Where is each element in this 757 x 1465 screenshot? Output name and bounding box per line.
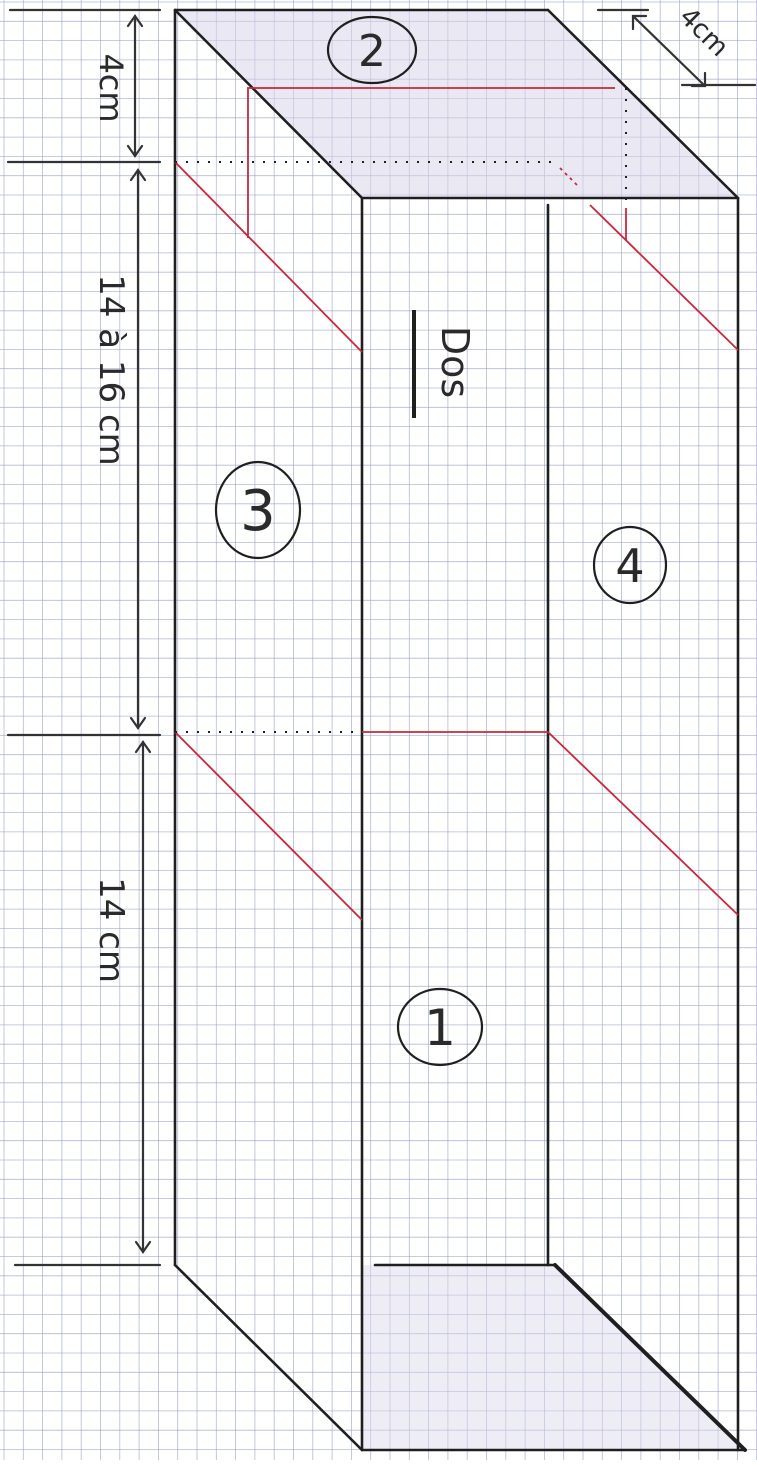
- dotted-fold-lines: [175, 88, 627, 733]
- top-right-diagonal: [546, 8, 740, 200]
- face-1-circle: [396, 987, 484, 1067]
- arrowhead-14cm-top: [134, 740, 152, 754]
- red-top-right-diagonal: [589, 204, 739, 351]
- face-2-circle: [326, 15, 418, 85]
- arrowhead-14-16-bottom: [129, 716, 147, 730]
- dimension-depth: 4cm: [673, 2, 734, 63]
- face-2-number: 2: [358, 26, 386, 77]
- arrowhead-4cm-bottom: [126, 144, 144, 158]
- red-dash-small: [559, 167, 579, 187]
- arrowhead-depth-bottom: [690, 71, 707, 88]
- red-top-left-diagonal: [174, 161, 363, 353]
- dimension-bottom-height: 14 cm: [91, 877, 131, 983]
- back-label: Dos: [433, 326, 477, 398]
- top-face-shading: [175, 10, 738, 198]
- arrowhead-depth-top: [631, 14, 648, 31]
- arrow-depth-diagonal: [631, 14, 707, 88]
- face-1-number: 1: [424, 999, 456, 1057]
- bottom-left-diagonal: [173, 1263, 364, 1452]
- bottom-face-shading: [362, 1265, 745, 1450]
- arrowhead-14-16-top: [129, 168, 147, 182]
- shaded-regions: [175, 10, 745, 1450]
- red-middle-right-diagonal: [547, 731, 739, 916]
- face-4-circle: [592, 525, 668, 605]
- face-3-circle: [214, 460, 302, 560]
- dimension-middle-height: 14 à 16 cm: [91, 274, 131, 466]
- face-labels: [214, 15, 668, 1067]
- dimension-guides: [6, 8, 757, 1267]
- box-outlines: [173, 8, 747, 1452]
- face-4-number: 4: [615, 539, 644, 593]
- red-inner-top-rect: [247, 87, 615, 238]
- arrowhead-14cm-bottom: [134, 1240, 152, 1254]
- bottom-right-diagonal: [553, 1263, 747, 1452]
- top-left-diagonal: [173, 8, 364, 200]
- face-3-number: 3: [240, 479, 276, 544]
- arrowhead-4cm-top: [126, 14, 144, 28]
- red-middle-left-diagonal: [174, 731, 363, 921]
- red-fold-lines: [174, 87, 739, 921]
- dimension-top-height: 4cm: [92, 53, 130, 122]
